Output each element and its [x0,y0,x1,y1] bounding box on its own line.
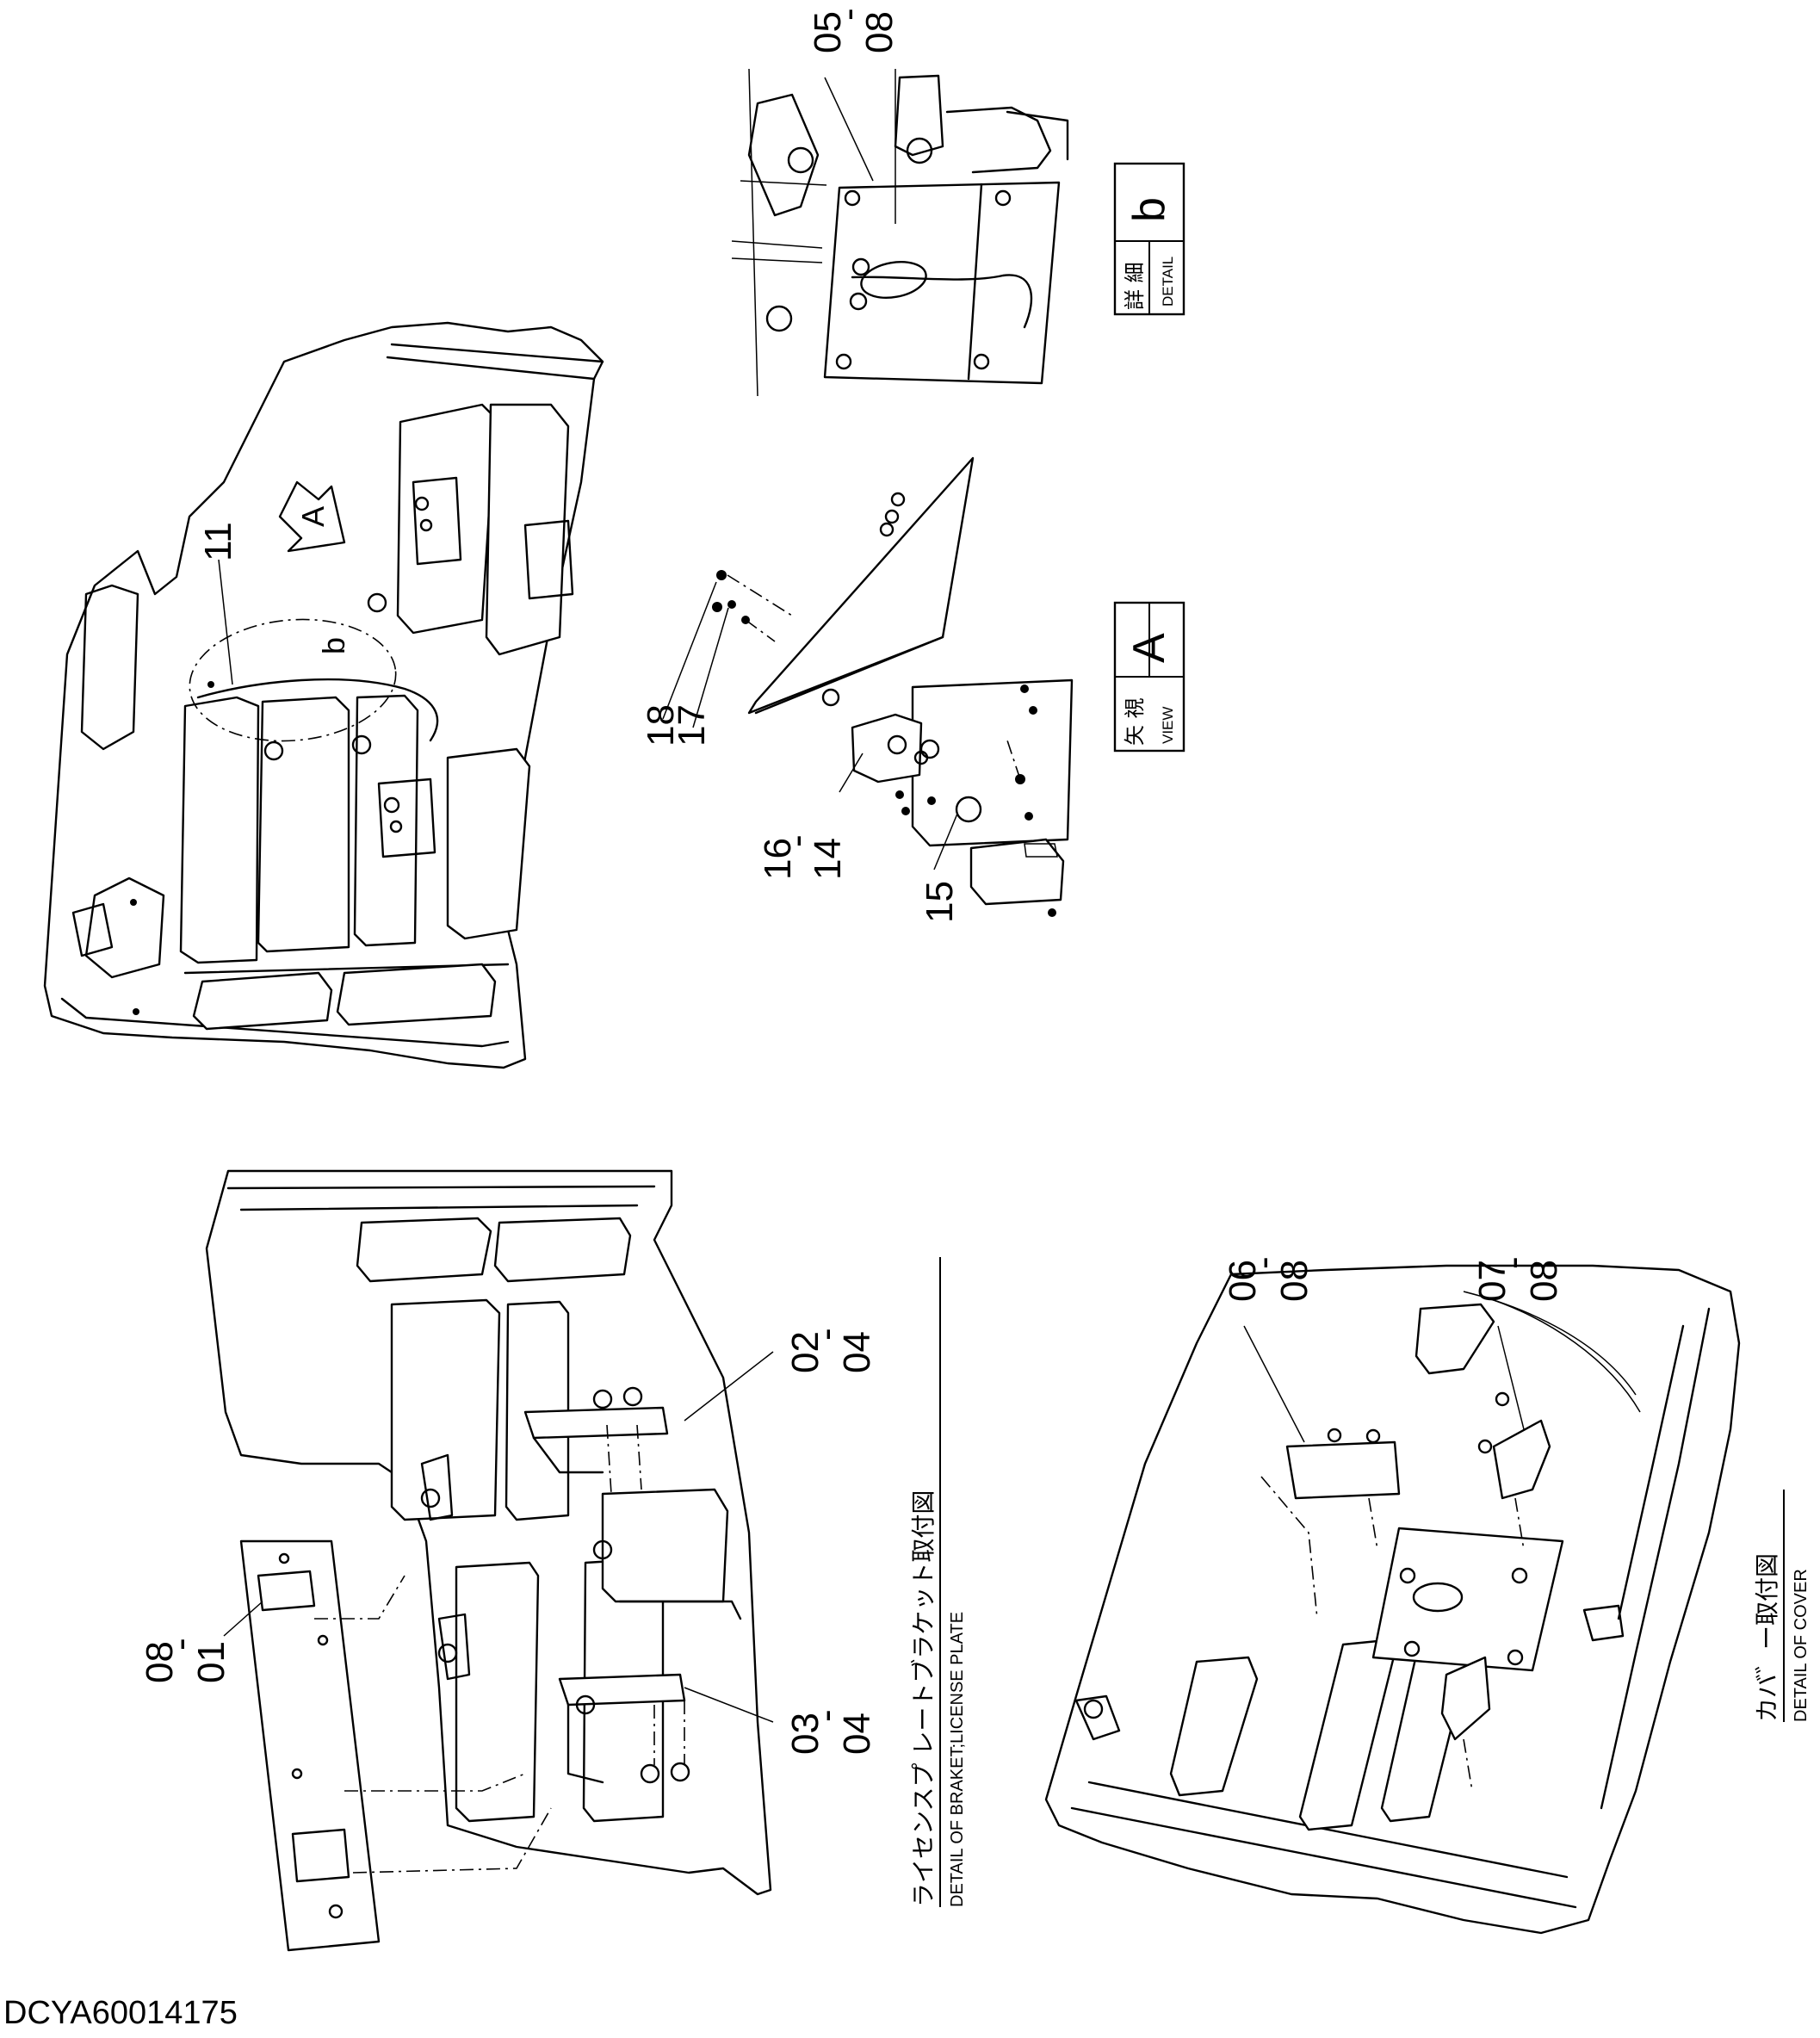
callout-08-01: 08 - 01 [139,1638,232,1683]
callout-02-04: 02 - 04 [784,1328,878,1373]
svg-text:03: 03 [784,1713,826,1755]
cover-detail-view: 06 - 08 07 - 08 [1044,1256,1741,1935]
license-plate-bracket-detail: 02 - 04 03 - 04 08 - 01 [139,1169,878,1952]
callout-16-14: 16 - 14 [757,834,849,880]
callout-15: 15 [919,881,961,923]
svg-text:16: 16 [757,838,799,880]
view-a-label-en: VIEW [1160,707,1176,744]
cover-caption-jp: カバ゛ー取付図 [1753,1553,1781,1722]
svg-text:08: 08 [139,1641,181,1683]
detail-b-label-en: DETAIL [1160,257,1176,307]
callout-18: 18 [640,704,682,746]
view-a-label-letter: A [1124,633,1174,663]
document-id: DCYA60014175 [3,1995,238,2031]
svg-text:01: 01 [190,1641,232,1683]
svg-text:14: 14 [807,838,849,880]
svg-text:-: - [1242,1256,1285,1269]
detail-b-label-letter: b [1124,197,1174,222]
svg-text:-: - [1492,1256,1534,1269]
detail-b-marker-letter: b [316,637,351,654]
svg-text:05: 05 [807,11,849,53]
view-a-marker-letter: A [295,506,331,527]
view-a-exploded: 18 17 16 - 14 15 [640,456,1074,923]
detail-b-label-jp: 詳 細 [1123,262,1147,310]
svg-text:07: 07 [1471,1260,1514,1302]
cover-detail-caption: カバ゛ー取付図 DETAIL OF COVER [1753,1490,1811,1722]
license-plate-caption-en: DETAIL OF BRAKET;LICENSE PLATE [948,1612,967,1907]
svg-text:08: 08 [1273,1260,1315,1302]
svg-text:-: - [805,1709,847,1722]
svg-text:-: - [159,1638,201,1651]
detail-b-view: 05 - 08 [731,8,1069,397]
license-plate-detail-caption: ライセンスプ レートブラケット取付図 DETAIL OF BRAKET;LICE… [909,1257,967,1907]
callout-17: 17 [671,704,713,746]
callout-03-04: 03 - 04 [784,1709,878,1755]
license-plate-caption-jp: ライセンスプ レートブラケット取付図 [909,1490,938,1907]
svg-text:-: - [776,834,818,847]
svg-text:06: 06 [1222,1260,1264,1302]
svg-text:04: 04 [836,1713,878,1755]
view-a-label-jp: 矢 視 [1123,697,1147,746]
rear-cover-assembly-view: 11 A b [43,321,604,1069]
svg-text:-: - [827,8,870,21]
view-a-arrow-marker: A [278,480,346,553]
svg-text:08: 08 [1523,1260,1565,1302]
svg-text:04: 04 [836,1331,878,1373]
svg-text:02: 02 [784,1331,826,1373]
detail-b-label-box: 詳 細 DETAIL b [1113,162,1185,316]
svg-text:08: 08 [858,11,901,53]
cover-caption-en: DETAIL OF COVER [1792,1569,1811,1722]
view-a-label-box: 矢 視 VIEW A [1113,601,1185,753]
callout-07-08: 07 - 08 [1471,1256,1565,1302]
callout-06-08: 06 - 08 [1222,1256,1315,1302]
svg-text:-: - [805,1328,847,1341]
callout-05-08: 05 - 08 [807,8,901,53]
callout-11: 11 [197,522,239,561]
